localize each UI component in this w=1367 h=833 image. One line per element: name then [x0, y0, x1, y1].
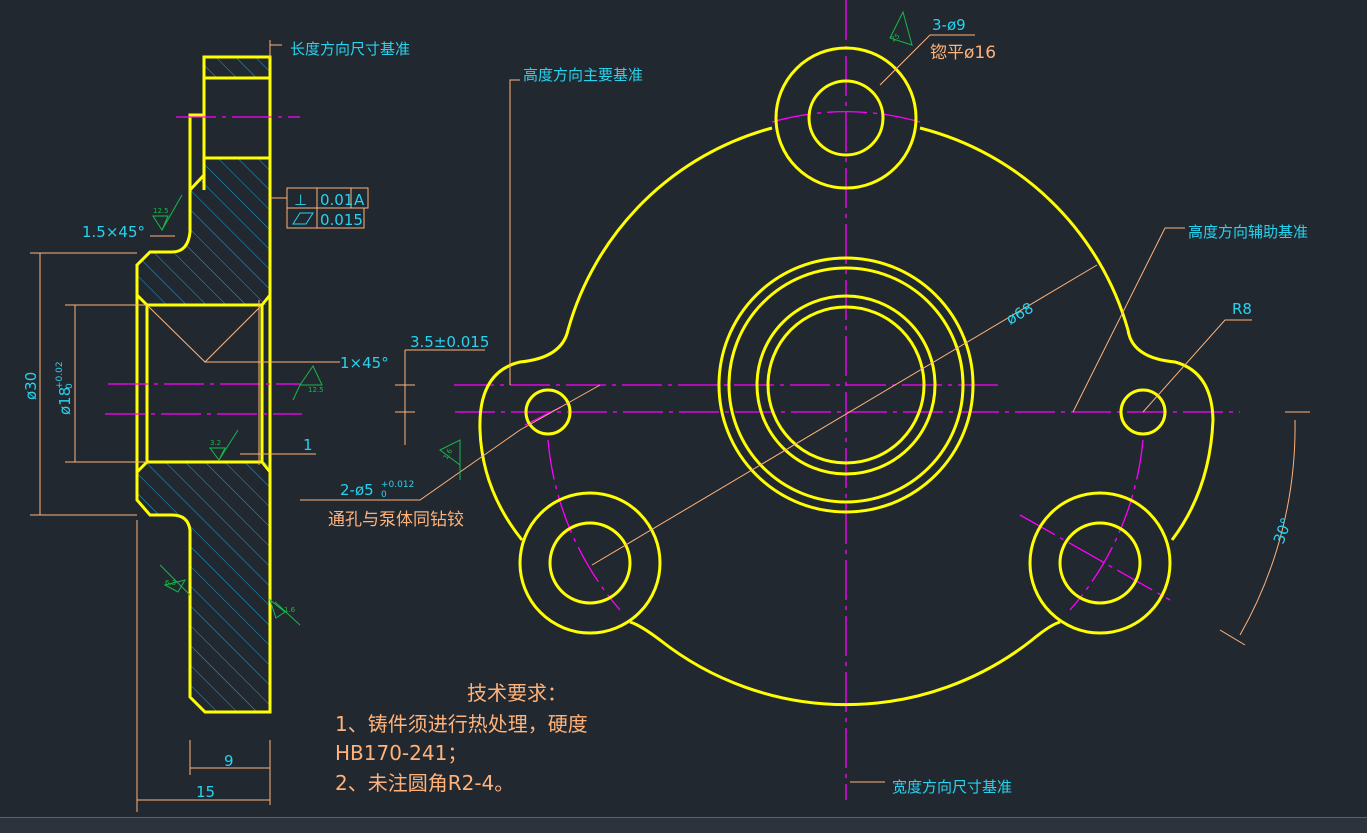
dia18-tol-upper: +0.02	[55, 361, 65, 389]
dim-15-label: 15	[196, 783, 215, 801]
svg-text:6.3: 6.3	[165, 579, 176, 587]
chamfer-1-label: 1×45°	[340, 354, 389, 372]
dim-1-label: 1	[303, 436, 313, 454]
perpendicularity-symbol: ⊥	[294, 191, 307, 209]
ream-note: 通孔与泵体同钻铰	[328, 510, 464, 530]
technical-requirements: 技术要求： 1、铸件须进行热处理，硬度 HB170-241； 2、未注圆角R2-…	[335, 681, 588, 795]
hole-2-label: 2-ø5	[340, 481, 374, 499]
tech-line-2: HB170-241；	[335, 741, 467, 765]
hole-3-label: 3-ø9	[932, 16, 966, 34]
front-view: 25 1.6 3-ø9 锪平ø16 高度方向主要基准 高度方向辅助基准 R8 ø…	[300, 0, 1310, 800]
svg-text:25: 25	[890, 32, 902, 44]
svg-text:12.5: 12.5	[308, 386, 324, 394]
section-hatch-upper	[137, 158, 270, 305]
r8-label: R8	[1232, 300, 1252, 318]
height-main-datum-label: 高度方向主要基准	[523, 66, 643, 84]
dia18-label: ø18	[56, 387, 74, 415]
svg-text:1.6: 1.6	[284, 606, 296, 614]
dia30-label: ø30	[22, 372, 40, 400]
section-view: 长度方向尺寸基准 1.5×45° 1×45° 1 9 15 ø30 ø18 +0…	[22, 40, 410, 812]
svg-text:12.5: 12.5	[153, 207, 169, 215]
dia18-tol-lower: 0	[65, 383, 75, 389]
roughness-symbols: 12.5 12.5 3.2 6.3 1.6	[152, 194, 324, 626]
chamfer-1-5-label: 1.5×45°	[82, 223, 145, 241]
section-hatch-lower	[137, 462, 270, 712]
height-aux-datum-label: 高度方向辅助基准	[1188, 223, 1308, 241]
svg-text:3.2: 3.2	[210, 439, 221, 447]
section-hatch-top	[204, 57, 270, 78]
counterbore-label: 锪平ø16	[930, 43, 996, 63]
tech-title: 技术要求：	[467, 681, 567, 705]
dim-9-label: 9	[224, 752, 234, 770]
hole-2-tol-lower: 0	[381, 490, 387, 500]
tol-3-5-label: 3.5±0.015	[410, 333, 489, 351]
length-datum-label: 长度方向尺寸基准	[290, 40, 410, 58]
status-bar	[0, 817, 1367, 833]
angle-30-label: 30°	[1270, 515, 1296, 546]
perpendicularity-value: 0.01	[320, 191, 353, 209]
geometric-tolerance-frame: ⊥ 0.01 A 0.015	[270, 187, 369, 229]
tech-line-1: 1、铸件须进行热处理，硬度	[335, 712, 588, 736]
flange-outline	[478, 126, 1215, 707]
hole-2-tol-upper: +0.012	[381, 480, 414, 490]
width-datum-label: 宽度方向尺寸基准	[892, 778, 1012, 796]
flatness-icon	[292, 212, 314, 225]
dia68-label: ø68	[1003, 299, 1036, 329]
tech-line-3: 2、未注圆角R2-4。	[335, 771, 514, 795]
flatness-value: 0.015	[320, 211, 363, 229]
datum-letter: A	[354, 191, 365, 209]
section-outline	[135, 55, 272, 714]
